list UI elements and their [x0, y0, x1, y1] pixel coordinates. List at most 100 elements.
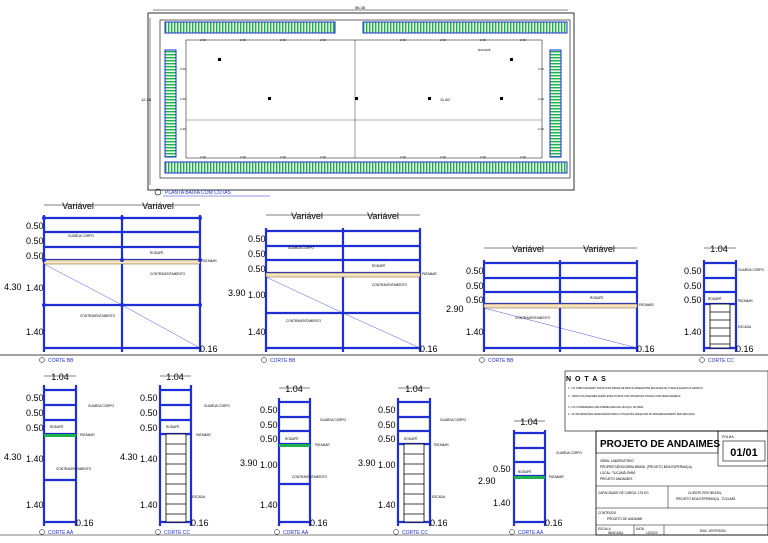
elevation-2: Variável Variável 0.50 0.50 0.50 1.00 1.… [228, 211, 438, 364]
elev2-dim-e: 1.40 [248, 327, 266, 337]
elev2-cv2: CONTRAVENTAMENTO [286, 319, 322, 323]
elev5-patamar: PATAMAR [80, 433, 95, 437]
elev6-escada: ESCADA [192, 495, 206, 499]
elev5-dim-b: 0.50 [26, 408, 44, 418]
elev2-dim-d: 1.00 [248, 290, 266, 300]
svg-text:2.40: 2.40 [280, 38, 286, 42]
elev3-rodape: RODAPÉ [590, 295, 603, 300]
elev5-dim-total: 4.30 [4, 452, 22, 462]
folha-label: FOLHA [722, 435, 734, 439]
note-1: 1 - OS TUBOS DEVERÃO TER ALTURA MÍNIMA D… [568, 387, 703, 390]
elev1-variavel-1: Variável [62, 201, 94, 211]
elev8-rodape: RODAPÉ [404, 436, 417, 441]
tb-data: 12/2023 [646, 531, 658, 535]
elev6-dim-base: 0.16 [191, 518, 209, 528]
sheet-number: 01/01 [730, 447, 758, 459]
elevation-7: 1.04 0.50 0.50 0.50 1.00 1.40 3.90 0.16 … [240, 384, 347, 536]
note-2: 2 - TODOS OS ANDAIMES SERÃO EXECUTADOS C… [568, 395, 681, 398]
elev7-patamar: PATAMAR [315, 443, 330, 447]
elev8-dim-e: 1.40 [378, 500, 396, 510]
elev4-dim-d: 1.40 [684, 327, 702, 337]
elev2-cv1: CONTRAVENTAMENTO [372, 283, 408, 287]
elev8-gc: GUARDA CORPO [440, 418, 467, 422]
elev1-gc: GUARDA CORPO [68, 234, 95, 238]
elev2-variavel-1: Variável [291, 211, 323, 221]
svg-text:2.40: 2.40 [180, 67, 186, 71]
svg-text:2.40: 2.40 [538, 97, 544, 101]
svg-text:2.40: 2.40 [240, 155, 246, 159]
elev6-width: 1.04 [166, 372, 184, 382]
elev5-dim-c: 0.50 [26, 423, 44, 433]
elev1-cv1: CONTRAVENTAMENTO [150, 272, 186, 276]
elev8-dim-c: 0.50 [378, 434, 396, 444]
plan-label: PLANTA BAIXA COM COTAS [165, 190, 232, 196]
tb-cliente2: PROJETO BOA ESPERANÇA - TUCUMÃ [676, 496, 736, 501]
svg-text:2.40: 2.40 [180, 97, 186, 101]
plan-dim-side: 12.36 [141, 97, 152, 102]
tb-projeto: PROJETO ANDAIMES [600, 477, 632, 481]
svg-text:2.40: 2.40 [440, 155, 446, 159]
notes-title: N O T A S [566, 376, 607, 383]
elev7-dim-total: 3.90 [240, 458, 258, 468]
elev2-cut: CORTE BB [270, 358, 296, 364]
svg-text:2.40: 2.40 [320, 155, 326, 159]
elev5-dim-e: 1.40 [26, 500, 44, 510]
elev5-width: 1.04 [51, 372, 69, 382]
elev4-width: 1.04 [710, 244, 728, 254]
notes-panel: N O T A S 1 - OS TUBOS DEVERÃO TER ALTUR… [564, 370, 768, 432]
elev7-cut: CORTE AA [283, 530, 309, 536]
elev7-gc: GUARDA CORPO [320, 418, 347, 422]
elev7-dim-base: 0.16 [310, 518, 328, 528]
elev4-dim-c: 0.50 [684, 295, 702, 305]
elev6-dim-a: 0.50 [140, 393, 158, 403]
tb-data-label: DATA [636, 527, 645, 531]
elev6-gc: GUARDA CORPO [204, 404, 231, 408]
elev7-dim-d: 1.00 [260, 460, 278, 470]
elev8-width: 1.04 [405, 384, 423, 394]
elev1-cv2: CONTRAVENTAMENTO [80, 314, 116, 318]
svg-text:2.40: 2.40 [200, 155, 206, 159]
elev6-dim-b: 0.50 [140, 408, 158, 418]
svg-text:2.40: 2.40 [538, 67, 544, 71]
elev3-variavel-2: Variável [583, 244, 615, 254]
elev2-patamar: PATAMAR [422, 272, 437, 276]
elev5-cv: CONTRAVENTAMENTO [56, 467, 92, 471]
svg-text:2.40: 2.40 [180, 127, 186, 131]
elev6-dim-e: 1.40 [140, 500, 158, 510]
note-3: 3 - FOI CONSIDERADA UMA SOBRECARGA DE 15… [568, 406, 644, 409]
elev9-cut: CORTE AA [518, 530, 544, 536]
tb-conteudo: PROJETO DE ANDAIME [607, 517, 643, 521]
svg-text:2.40: 2.40 [400, 155, 406, 159]
elev1-dim-c: 0.50 [26, 251, 44, 261]
elev9-dim-b: 1.40 [493, 498, 511, 508]
elev5-cut: CORTE AA [48, 530, 74, 536]
tb-local: LOCAL: TUCUMÃ-PARÁ [600, 470, 636, 475]
elev3-dim-total: 2.90 [446, 304, 464, 314]
elev9-patamar: PATAMAR [549, 475, 564, 479]
elev9-dim-a: 0.50 [493, 464, 511, 474]
elev3-dim-b: 0.50 [466, 281, 484, 291]
elev2-dim-total: 3.90 [228, 288, 246, 298]
svg-text:2.40: 2.40 [240, 38, 246, 42]
svg-text:2.40: 2.40 [440, 38, 446, 42]
elev2-dim-base: 0.16 [420, 344, 438, 354]
elev7-dim-b: 0.50 [260, 420, 278, 430]
elev3-cut: CORTE BB [488, 358, 514, 364]
elev1-rodape: RODAPÉ [150, 250, 163, 255]
elev8-dim-b: 0.50 [378, 420, 396, 430]
elev9-dim-base: 0.16 [545, 518, 563, 528]
svg-text:2.40: 2.40 [520, 155, 526, 159]
elev7-cv: CONTRAVENTAMENTO [292, 475, 328, 479]
elev9-width: 1.04 [520, 417, 538, 427]
elev4-cut: CORTE CC [708, 358, 734, 364]
elev2-rodape: RODAPÉ [372, 263, 385, 268]
plan-tag: RODAPÉ [478, 47, 491, 52]
elev5-rodape: RODAPÉ [50, 424, 63, 429]
tb-proprietario: PROPRIETÁRIO/OBRA BRASIL (PROJETO BOA ES… [600, 465, 692, 469]
elev9-gc: GUARDA CORPO [556, 451, 583, 455]
elev3-dim-c: 0.50 [466, 295, 484, 305]
elev1-dim-total: 4.30 [4, 282, 22, 292]
note-4: 4 - AS INFORMAÇÕES NECESSÁRIAS PARA A UT… [568, 413, 695, 416]
